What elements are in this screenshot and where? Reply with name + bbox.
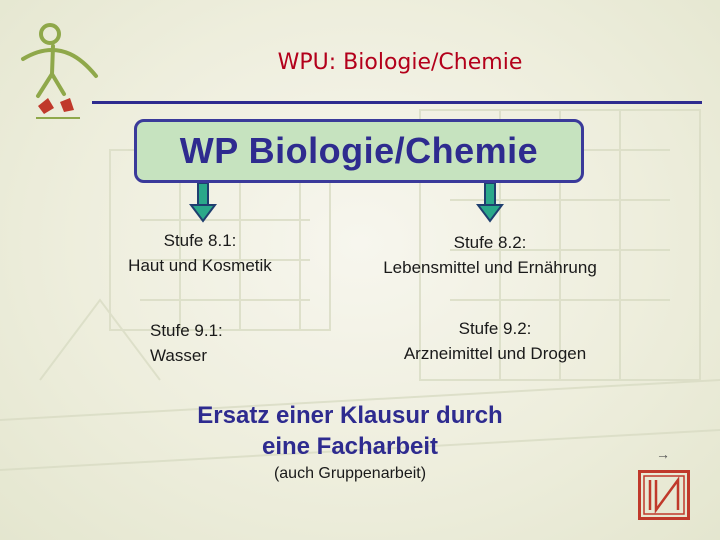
down-arrow-icon (189, 183, 217, 223)
subject-box-label: WP Biologie/Chemie (179, 130, 539, 171)
facharbeit-note: Ersatz einer Klausur durch eine Facharbe… (140, 400, 560, 462)
down-arrow-icon (476, 183, 504, 223)
title-divider (92, 101, 702, 104)
page-title: WPU: Biologie/Chemie (277, 50, 523, 75)
next-slide-arrow-icon[interactable]: → (656, 446, 670, 462)
school-logo-icon (21, 23, 98, 119)
facharbeit-subnote: (auch Gruppenarbeit) (273, 465, 427, 482)
topic-stufe-9-1-text: Wasser (150, 346, 207, 365)
facharbeit-note-line-2: eine Facharbeit (261, 433, 439, 460)
topic-stufe-9-2-text: Arzneimittel und Drogen (403, 344, 587, 363)
topic-stufe-9-2: Stufe 9.2: Arzneimittel und Drogen (360, 316, 630, 366)
topic-stufe-9-1: Stufe 9.1: Wasser (150, 318, 310, 368)
facharbeit-note-line-1: Ersatz einer Klausur durch (197, 402, 503, 429)
topic-stufe-8-2-heading: Stufe 8.2: (453, 233, 527, 252)
topic-stufe-8-1-heading: Stufe 8.1: (163, 231, 237, 250)
topic-stufe-9-2-heading: Stufe 9.2: (458, 319, 532, 338)
topic-stufe-8-1-text: Haut und Kosmetik (128, 256, 272, 275)
subject-box: WP Biologie/Chemie (134, 119, 584, 183)
topic-stufe-8-2-text: Lebensmittel und Ernährung (383, 258, 597, 277)
topic-stufe-8-2: Stufe 8.2: Lebensmittel und Ernährung (340, 230, 640, 280)
topic-stufe-8-1: Stufe 8.1: Haut und Kosmetik (90, 228, 310, 278)
end-show-icon[interactable] (638, 470, 690, 520)
topic-stufe-9-1-heading: Stufe 9.1: (150, 321, 223, 340)
